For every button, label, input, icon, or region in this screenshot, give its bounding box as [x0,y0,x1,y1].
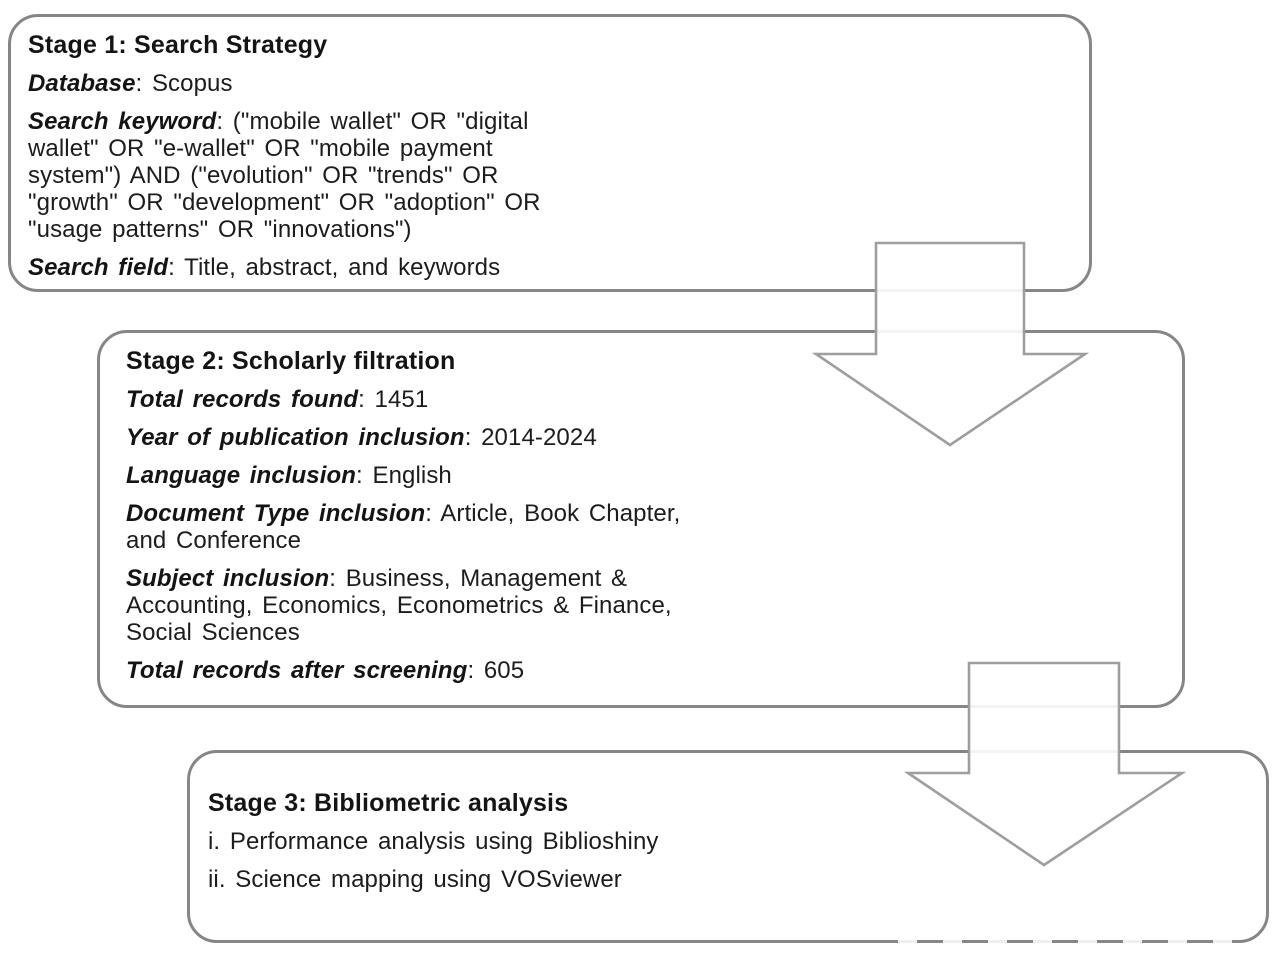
field-label: Language inclusion [126,462,357,489]
stage3-item-performance-analysis: i. Performance analysis using Biblioshin… [208,828,659,855]
stage2-doctype-inclusion-field: Document Type inclusion: Article, Book C… [126,500,681,554]
field-label: Search keyword [28,108,217,135]
stage2-language-inclusion-field: Language inclusion: English [126,462,452,489]
field-label: Year of publication inclusion [126,424,465,451]
stage1-box: Stage 1: Search Strategy Database: Scopu… [8,14,1092,292]
stage1-search-field-field: Search field: Title, abstract, and keywo… [28,254,501,281]
stage2-records-after-screening-field: Total records after screening: 605 [126,657,525,684]
field-label: Document Type inclusion [126,500,426,527]
stage3-item-science-mapping: ii. Science mapping using VOSviewer [208,866,622,893]
field-label: Subject inclusion [126,565,330,592]
field-label: Search field [28,254,169,281]
stage2-subject-inclusion-field: Subject inclusion: Business, Management … [126,565,672,646]
stage2-title: Stage 2: Scholarly filtration [126,347,456,375]
field-label: Total records after screening [126,657,468,684]
stage1-title: Stage 1: Search Strategy [28,31,328,59]
stage1-search-keyword-field: Search keyword: ("mobile wallet" OR "dig… [28,108,541,243]
stage3-box: Stage 3: Bibliometric analysis i. Perfor… [187,750,1269,943]
stage2-total-records-field: Total records found: 1451 [126,386,429,413]
stage1-database-field: Database: Scopus [28,70,233,97]
field-label: Database [28,70,136,97]
stage2-box: Stage 2: Scholarly filtration Total reco… [97,330,1185,708]
stage2-year-inclusion-field: Year of publication inclusion: 2014-2024 [126,424,597,451]
field-label: Total records found [126,386,359,413]
stage3-title: Stage 3: Bibliometric analysis [208,789,569,817]
